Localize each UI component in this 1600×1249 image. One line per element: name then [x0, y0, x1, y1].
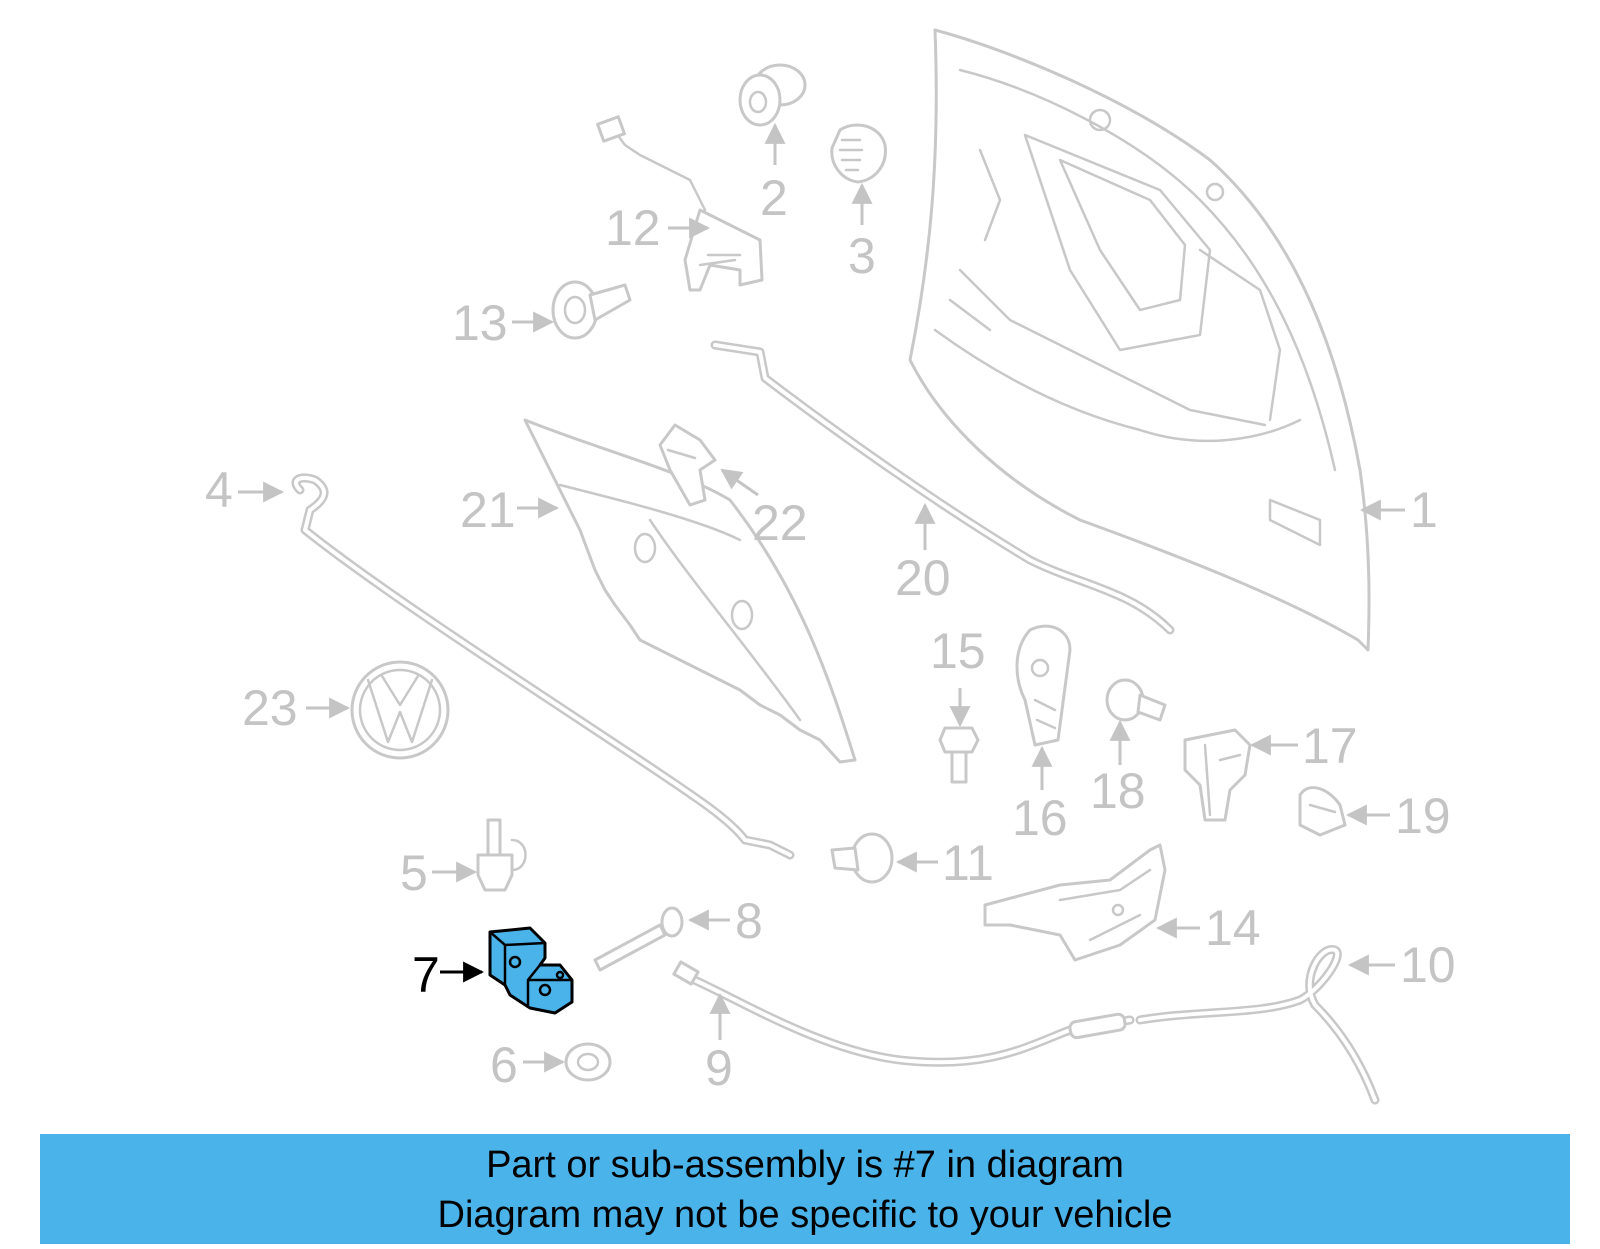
- part-11-buffer[interactable]: [830, 832, 894, 884]
- part-3-plug[interactable]: [830, 123, 887, 184]
- callout-14: 14: [1205, 900, 1261, 956]
- part-7-hood-lock[interactable]: [488, 926, 574, 1015]
- callout-13: 13: [452, 295, 508, 351]
- part-1-hood[interactable]: [908, 28, 1371, 652]
- part-20-seal-strip[interactable]: [710, 340, 1175, 635]
- banner-line-1: Part or sub-assembly is #7 in diagram: [486, 1144, 1124, 1186]
- callout-16: 16: [1012, 790, 1068, 846]
- callout-17: 17: [1302, 718, 1358, 774]
- callout-15: 15: [930, 623, 986, 679]
- part-17-bracket[interactable]: [1183, 728, 1252, 822]
- part-22-clip[interactable]: [658, 423, 717, 507]
- part-5-lock-pin[interactable]: [476, 818, 527, 892]
- callout-8: 8: [735, 893, 763, 949]
- callout-4: 4: [205, 462, 233, 518]
- callout-1: 1: [1410, 482, 1438, 538]
- part-6-grommet[interactable]: [564, 1042, 612, 1082]
- part-23-emblem[interactable]: [350, 660, 450, 760]
- part-21-insulation-pad[interactable]: [523, 418, 857, 764]
- part-9-release-cable[interactable]: [672, 960, 1135, 1067]
- part-16-bracket[interactable]: [1015, 624, 1072, 747]
- part-2-bumper[interactable]: [738, 63, 807, 127]
- callout-5: 5: [400, 845, 428, 901]
- callout-3: 3: [848, 228, 876, 284]
- callout-20: 20: [895, 550, 951, 606]
- callout-19: 19: [1395, 788, 1451, 844]
- callout-labels: 1 2 3 4 5 6 7 8 9 10 11 12 13 14 15 16 1…: [205, 170, 1456, 1096]
- info-banner: Part or sub-assembly is #7 in diagram Di…: [40, 1134, 1570, 1244]
- part-8-screw[interactable]: [593, 906, 684, 972]
- part-14-hinge[interactable]: [983, 843, 1167, 962]
- callout-2: 2: [760, 170, 788, 226]
- part-19-clip[interactable]: [1298, 786, 1347, 837]
- callout-22: 22: [752, 495, 808, 551]
- callout-11: 11: [942, 835, 994, 891]
- part-4-prop-rod[interactable]: [291, 473, 795, 860]
- callout-21: 21: [460, 482, 516, 538]
- callout-18: 18: [1090, 763, 1146, 819]
- callout-10: 10: [1400, 937, 1456, 993]
- banner-line-2: Diagram may not be specific to your vehi…: [437, 1194, 1173, 1236]
- part-10-release-cable[interactable]: [1135, 945, 1380, 1105]
- part-18-stud[interactable]: [1105, 678, 1167, 722]
- callout-12: 12: [605, 200, 661, 256]
- callout-6: 6: [490, 1037, 518, 1093]
- leader-lines: [238, 122, 1405, 1073]
- part-15-bolt[interactable]: [938, 726, 980, 784]
- part-13-bolt[interactable]: [551, 280, 632, 340]
- callout-9: 9: [705, 1040, 733, 1096]
- callout-23: 23: [242, 680, 298, 736]
- callout-7: 7: [412, 947, 440, 1003]
